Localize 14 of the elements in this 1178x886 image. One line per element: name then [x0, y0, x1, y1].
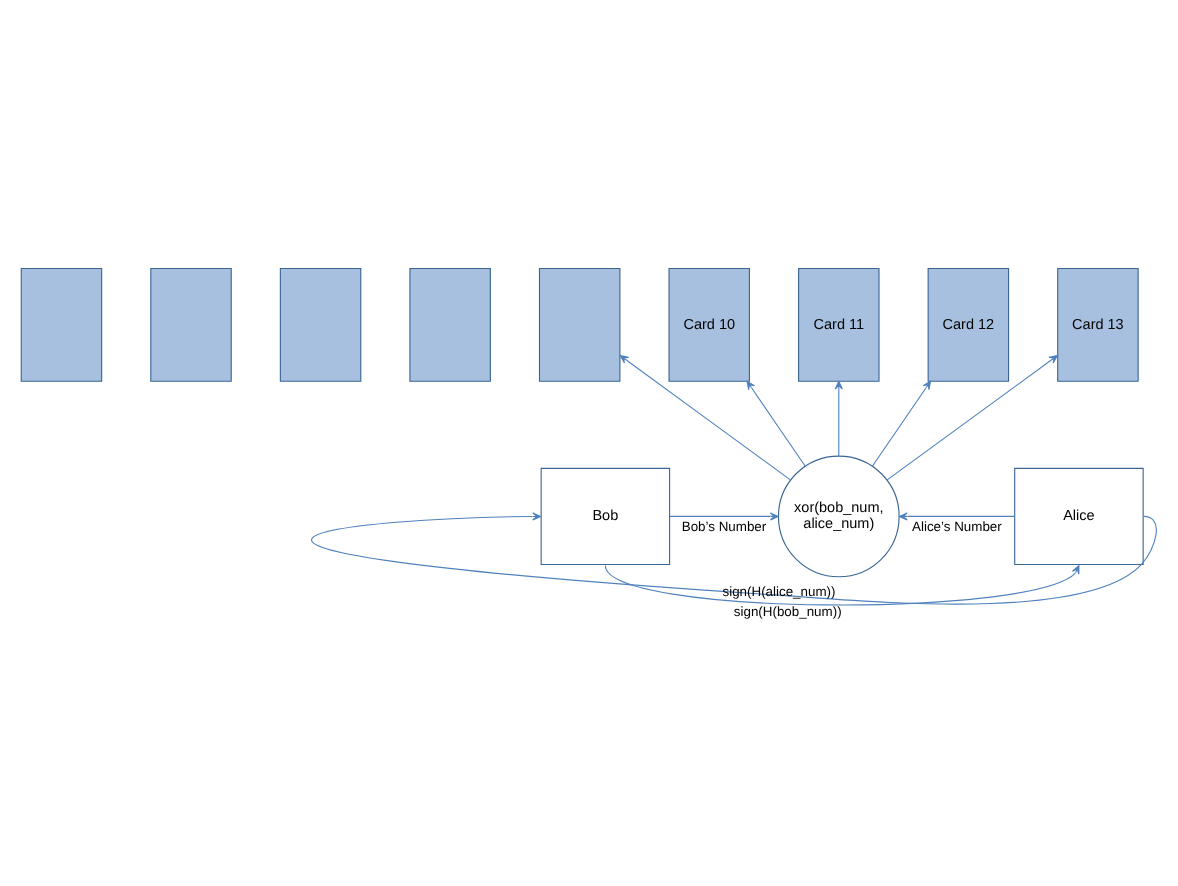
arrow — [886, 354, 1058, 480]
arrow — [898, 511, 1016, 520]
arrow — [746, 379, 806, 466]
arrow — [619, 354, 791, 480]
node-box — [409, 266, 491, 381]
node-box — [279, 266, 362, 381]
node-box — [538, 266, 621, 381]
node-box — [20, 266, 103, 381]
arrow — [871, 379, 932, 466]
arrow — [311, 511, 1157, 604]
arrow — [604, 564, 1080, 605]
arrow — [834, 379, 843, 456]
node-box — [150, 266, 232, 381]
arrow — [669, 511, 779, 520]
